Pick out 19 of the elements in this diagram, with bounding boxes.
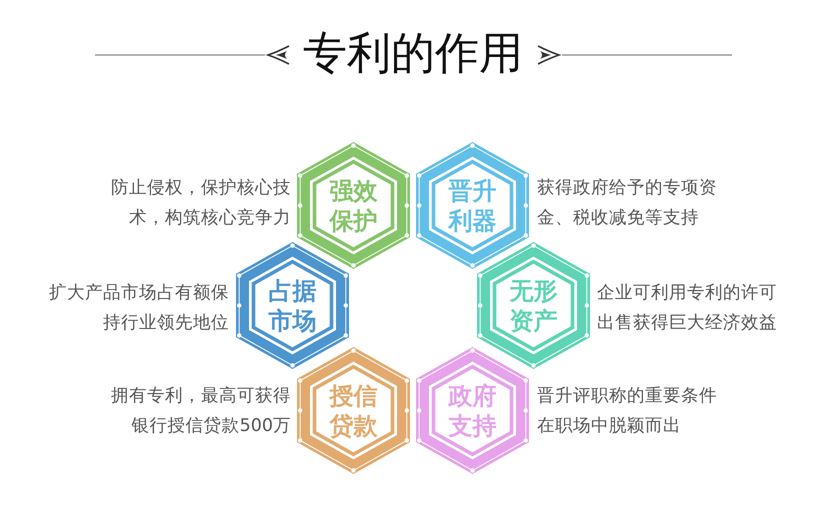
description-text: 企业可利用专利的许可出售获得巨大经济效益 [597,282,778,335]
badge-label: 晋升利器 [446,176,498,236]
badge-label: 政府支持 [447,380,498,440]
badge-label: 授信贷款 [328,380,378,440]
hexagon-badge [297,142,410,269]
hexagon-badge [416,142,529,269]
hexagon-badge [236,242,349,369]
description-text: 获得政府给予的专项资金、税收减免等支持 [537,177,718,230]
description-text: 晋升评职称的重要条件在职场中脱颖而出 [537,385,718,438]
description-text: 扩大产品市场占有额保持行业领先地位 [48,282,229,335]
description-text: 拥有专利，最高可获得银行授信贷款500万 [110,385,291,438]
title-text: 专利的作用 [303,28,523,80]
badge-label: 强效保护 [328,176,378,236]
badge-label: 无形资产 [508,276,558,336]
hexagon-badge [477,242,590,369]
badge-label: 占据市场 [268,276,318,336]
hexagon-badge [416,347,529,474]
hexagon-badge [297,347,410,474]
description-text: 防止侵权，保护核心技术，构筑核心竞争力 [110,177,291,230]
